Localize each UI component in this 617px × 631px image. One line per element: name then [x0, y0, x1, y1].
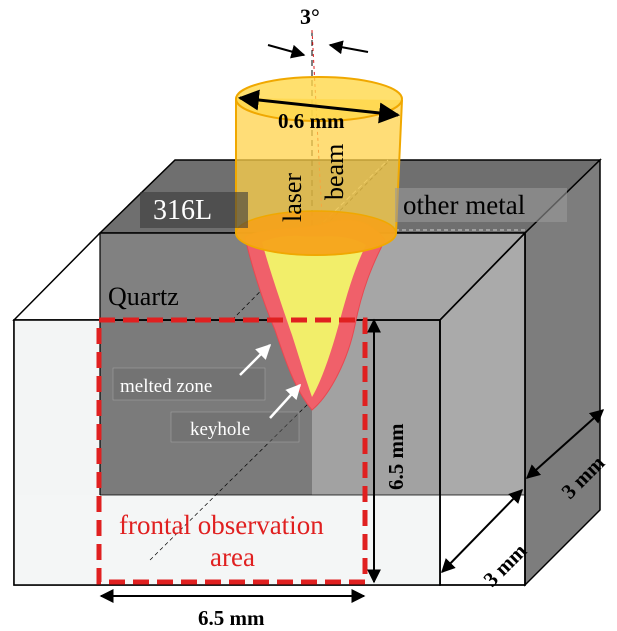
beam-diameter-label: 0.6 mm: [278, 109, 345, 133]
angle-arrow-left: [267, 44, 306, 59]
box-right-face: [524, 158, 601, 587]
melted-zone-pointer: [239, 343, 272, 376]
quartz-label: Quartz: [108, 282, 179, 311]
angle-arrow-right: [328, 40, 369, 55]
laser-label: laser: [278, 173, 307, 222]
depth-front-arrow: [441, 488, 523, 574]
observation-label-line1: frontal observation: [119, 510, 324, 540]
other-metal-label: other metal: [403, 190, 525, 220]
laser-spot: [235, 210, 397, 256]
melted-zone-label: melted zone: [120, 376, 212, 397]
beam-label: beam: [320, 144, 349, 200]
observation-label-line2: area: [210, 542, 255, 572]
frontal-observation-area: [96, 317, 368, 585]
depth-side-arrow: [525, 409, 605, 479]
keyhole-shape: [262, 235, 366, 397]
beam-diameter-arrow: [237, 89, 401, 124]
material-316l-label: 316L: [153, 195, 212, 226]
keyhole-pointer: [269, 383, 302, 419]
width-label: 6.5 mm: [198, 606, 265, 630]
angle-label: 3°: [300, 4, 320, 29]
height-label: 6.5 mm: [384, 423, 408, 490]
keyhole-label: keyhole: [190, 419, 250, 440]
